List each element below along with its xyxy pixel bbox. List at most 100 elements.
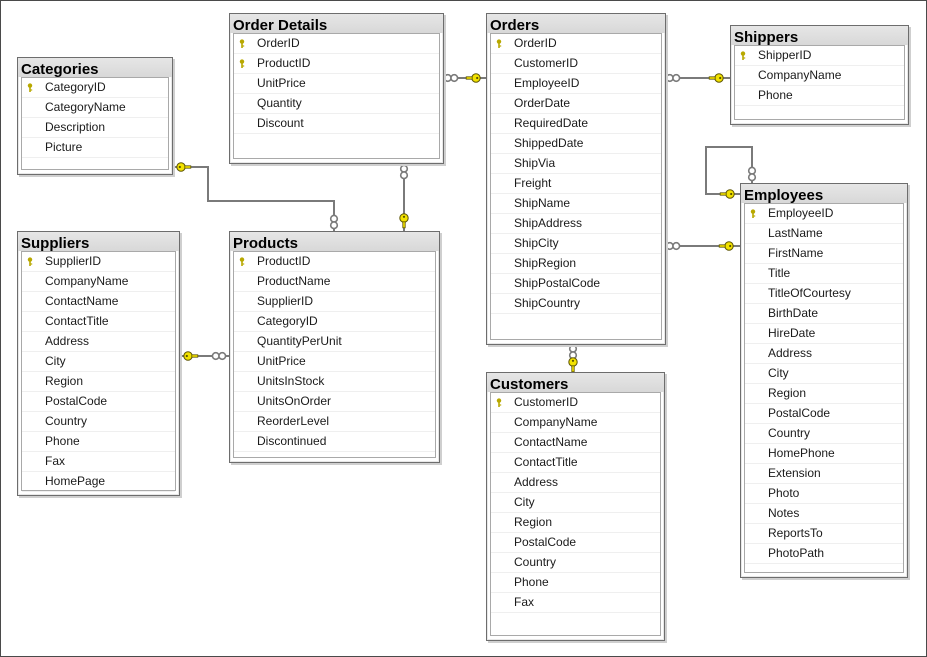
column-row[interactable]: Notes (745, 504, 903, 524)
column-row[interactable]: City (745, 364, 903, 384)
table-title[interactable]: Products (230, 232, 439, 251)
column-row[interactable]: CustomerID (491, 54, 661, 74)
table-title[interactable]: Employees (741, 184, 907, 203)
column-row[interactable]: CustomerID (491, 393, 660, 413)
column-row[interactable]: ContactName (22, 292, 175, 312)
column-row[interactable]: CompanyName (735, 66, 904, 86)
column-row[interactable]: ShipCity (491, 234, 661, 254)
column-name: Address (768, 346, 813, 360)
column-row[interactable]: ProductID (234, 252, 435, 272)
column-row[interactable]: ShipCountry (491, 294, 661, 314)
column-row[interactable]: ContactName (491, 433, 660, 453)
column-row[interactable]: PostalCode (22, 392, 175, 412)
column-row[interactable]: ShipAddress (491, 214, 661, 234)
column-row[interactable]: ShipPostalCode (491, 274, 661, 294)
column-row[interactable]: Extension (745, 464, 903, 484)
column-row[interactable]: ContactTitle (22, 312, 175, 332)
column-row[interactable]: Description (22, 118, 168, 138)
column-row[interactable]: Address (22, 332, 175, 352)
column-row[interactable]: CompanyName (491, 413, 660, 433)
column-row[interactable]: UnitPrice (234, 352, 435, 372)
column-row[interactable]: RequiredDate (491, 114, 661, 134)
column-row[interactable]: Photo (745, 484, 903, 504)
column-row[interactable]: EmployeeID (491, 74, 661, 94)
column-name: City (768, 366, 789, 380)
column-row[interactable]: HomePage (22, 472, 175, 492)
column-row[interactable]: Title (745, 264, 903, 284)
column-row[interactable]: ProductID (234, 54, 439, 74)
column-row[interactable]: TitleOfCourtesy (745, 284, 903, 304)
column-row[interactable]: Quantity (234, 94, 439, 114)
column-row[interactable]: ShipRegion (491, 254, 661, 274)
column-row[interactable]: OrderDate (491, 94, 661, 114)
table-title[interactable]: Shippers (731, 26, 908, 45)
column-row[interactable]: PostalCode (745, 404, 903, 424)
column-row[interactable]: UnitsOnOrder (234, 392, 435, 412)
column-row[interactable]: Country (491, 553, 660, 573)
column-row[interactable]: OrderID (491, 34, 661, 54)
column-name: UnitsOnOrder (257, 394, 332, 408)
column-row[interactable]: HireDate (745, 324, 903, 344)
column-row[interactable]: Phone (735, 86, 904, 106)
column-row[interactable]: Discontinued (234, 432, 435, 452)
column-row[interactable]: City (491, 493, 660, 513)
column-row[interactable]: HomePhone (745, 444, 903, 464)
column-row[interactable]: FirstName (745, 244, 903, 264)
column-row[interactable]: PhotoPath (745, 544, 903, 564)
column-row[interactable]: CompanyName (22, 272, 175, 292)
column-row[interactable]: PostalCode (491, 533, 660, 553)
column-row[interactable]: Region (745, 384, 903, 404)
column-row[interactable]: Address (491, 473, 660, 493)
column-row[interactable]: Fax (22, 452, 175, 472)
column-name: Address (45, 334, 90, 348)
column-row[interactable]: ShipperID (735, 46, 904, 66)
column-row[interactable]: SupplierID (22, 252, 175, 272)
primary-key-icon (750, 209, 756, 218)
table-title[interactable]: Order Details (230, 14, 443, 33)
column-row[interactable]: Country (22, 412, 175, 432)
column-row[interactable]: Region (491, 513, 660, 533)
column-row[interactable]: Phone (22, 432, 175, 452)
column-row[interactable]: QuantityPerUnit (234, 332, 435, 352)
column-row[interactable]: Picture (22, 138, 168, 158)
column-row[interactable]: ProductName (234, 272, 435, 292)
column-row[interactable]: Freight (491, 174, 661, 194)
column-row[interactable]: ReportsTo (745, 524, 903, 544)
column-row[interactable]: Address (745, 344, 903, 364)
column-row[interactable]: Region (22, 372, 175, 392)
column-row[interactable]: OrderID (234, 34, 439, 54)
column-row[interactable]: UnitsInStock (234, 372, 435, 392)
table-title[interactable]: Customers (487, 373, 664, 392)
column-row[interactable]: Discount (234, 114, 439, 134)
table-title[interactable]: Suppliers (18, 232, 179, 251)
column-row[interactable]: CategoryName (22, 98, 168, 118)
column-name: PhotoPath (768, 546, 825, 560)
column-row[interactable]: ShippedDate (491, 134, 661, 154)
column-row[interactable]: Phone (491, 573, 660, 593)
column-row[interactable]: ReorderLevel (234, 412, 435, 432)
table-title[interactable]: Categories (18, 58, 172, 77)
column-row[interactable]: Fax (491, 593, 660, 613)
column-row[interactable]: ShipVia (491, 154, 661, 174)
column-row[interactable]: ShipName (491, 194, 661, 214)
column-row[interactable]: SupplierID (234, 292, 435, 312)
column-row[interactable]: Country (745, 424, 903, 444)
column-row[interactable]: CategoryID (22, 78, 168, 98)
column-row[interactable]: ContactTitle (491, 453, 660, 473)
column-row[interactable]: LastName (745, 224, 903, 244)
column-row[interactable]: City (22, 352, 175, 372)
column-row[interactable]: CategoryID (234, 312, 435, 332)
column-row[interactable]: UnitPrice (234, 74, 439, 94)
column-row[interactable]: EmployeeID (745, 204, 903, 224)
column-row[interactable]: BirthDate (745, 304, 903, 324)
table-title[interactable]: Orders (487, 14, 665, 33)
